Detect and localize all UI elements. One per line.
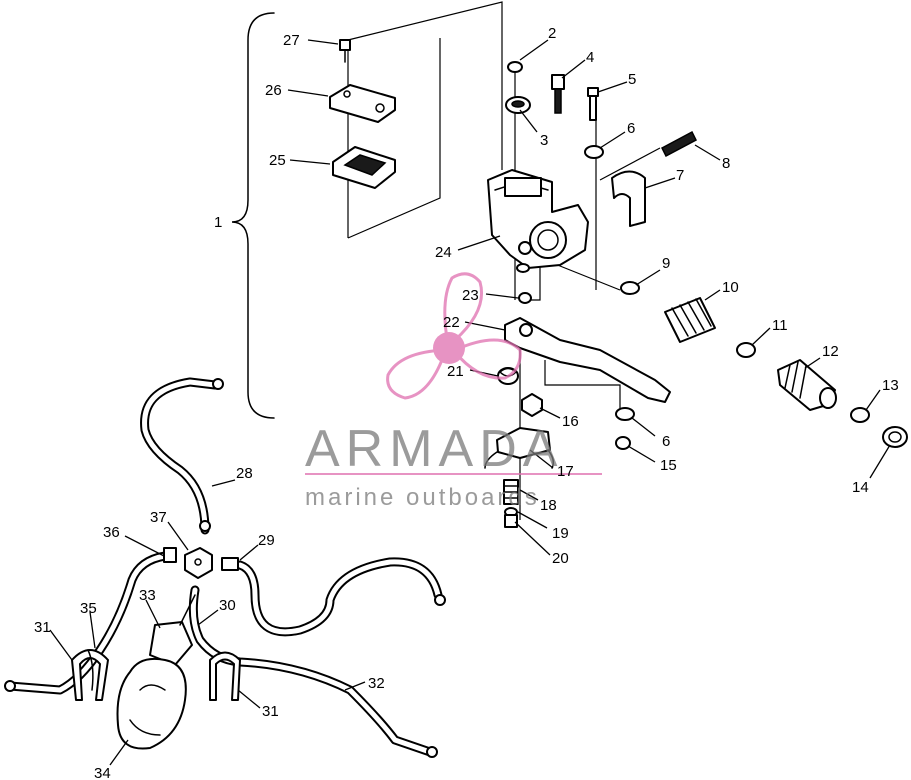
callout-32: 32 — [368, 675, 385, 692]
callout-30: 30 — [219, 597, 236, 614]
boot-14 — [882, 426, 908, 448]
callout-10: 10 — [722, 279, 739, 296]
callout-29: 29 — [258, 532, 275, 549]
diaphragm-25 — [332, 146, 396, 189]
hose-clamp-31-left — [71, 649, 109, 701]
piston-12 — [777, 359, 837, 411]
watermark-brand: ARMADA — [305, 420, 563, 478]
fitting-36 — [163, 547, 177, 563]
callout-8: 8 — [722, 155, 730, 172]
callout-31-right: 31 — [262, 703, 279, 720]
pin-5 — [587, 87, 599, 121]
callout-35: 35 — [80, 600, 97, 617]
callout-28: 28 — [236, 465, 253, 482]
callout-13: 13 — [882, 377, 899, 394]
callout-19: 19 — [552, 525, 569, 542]
callout-2: 2 — [548, 25, 556, 42]
spring-10 — [664, 297, 716, 343]
callout-34: 34 — [94, 765, 111, 780]
switch-18 — [503, 479, 519, 505]
nut-15 — [615, 436, 631, 450]
callout-3: 3 — [540, 132, 548, 149]
callout-labels: 1 2 3 4 5 6 6 7 8 9 10 11 12 13 14 15 16… — [34, 25, 899, 780]
callout-25: 25 — [269, 152, 286, 169]
callout-21: 21 — [447, 363, 464, 380]
callout-12: 12 — [822, 343, 839, 360]
callout-5: 5 — [628, 71, 636, 88]
washer-2 — [507, 61, 523, 73]
propeller-logo-icon — [386, 272, 522, 400]
callout-7: 7 — [676, 167, 684, 184]
leader-lines — [49, 39, 891, 766]
washer-6-top — [584, 145, 604, 159]
callout-14: 14 — [852, 479, 869, 496]
callout-17: 17 — [557, 463, 574, 480]
watermark-tagline: marine outboards — [305, 484, 540, 511]
bracket-34 — [116, 657, 187, 750]
callout-15: 15 — [660, 457, 677, 474]
callout-37: 37 — [150, 509, 167, 526]
callout-16: 16 — [562, 413, 579, 430]
bushing-23 — [518, 292, 532, 304]
callout-1: 1 — [214, 214, 222, 231]
assembly-brace — [231, 12, 275, 419]
fitting-29 — [221, 557, 239, 571]
seal-11 — [736, 342, 756, 358]
bolt-4 — [551, 74, 565, 114]
screw-20 — [504, 514, 518, 528]
bracket-17 — [484, 427, 555, 469]
circlip-13 — [850, 407, 870, 423]
callout-26: 26 — [265, 82, 282, 99]
callout-23: 23 — [462, 287, 479, 304]
callout-6-top: 6 — [627, 120, 635, 137]
washer-6-bottom — [615, 407, 635, 421]
watermark: ARMADA marine outboards — [305, 272, 602, 511]
callout-20: 20 — [552, 550, 569, 567]
junction-block-37 — [184, 547, 213, 579]
hose-30 — [179, 594, 196, 626]
callout-33: 33 — [139, 587, 156, 604]
nut-16 — [521, 393, 543, 417]
reservoir-cover-26 — [329, 84, 396, 123]
screw-8 — [661, 130, 697, 158]
callout-9: 9 — [662, 255, 670, 272]
callout-24: 24 — [435, 244, 452, 261]
cover-33 — [149, 621, 193, 666]
callout-36: 36 — [103, 524, 120, 541]
callout-27: 27 — [283, 32, 300, 49]
callout-6-bottom: 6 — [662, 433, 670, 450]
washer-9 — [620, 281, 640, 295]
callout-18: 18 — [540, 497, 557, 514]
hose-clamp-35 — [87, 649, 94, 691]
screw-27 — [339, 39, 351, 63]
seal-3 — [505, 96, 531, 114]
callout-4: 4 — [586, 49, 594, 66]
clamp-7 — [611, 170, 646, 227]
brake-lever-22 — [504, 317, 671, 403]
callout-31-left: 31 — [34, 619, 51, 636]
master-cylinder-24 — [487, 169, 589, 273]
callout-11: 11 — [772, 317, 788, 334]
callout-22: 22 — [443, 314, 460, 331]
hose-clamp-31-right — [209, 651, 241, 701]
